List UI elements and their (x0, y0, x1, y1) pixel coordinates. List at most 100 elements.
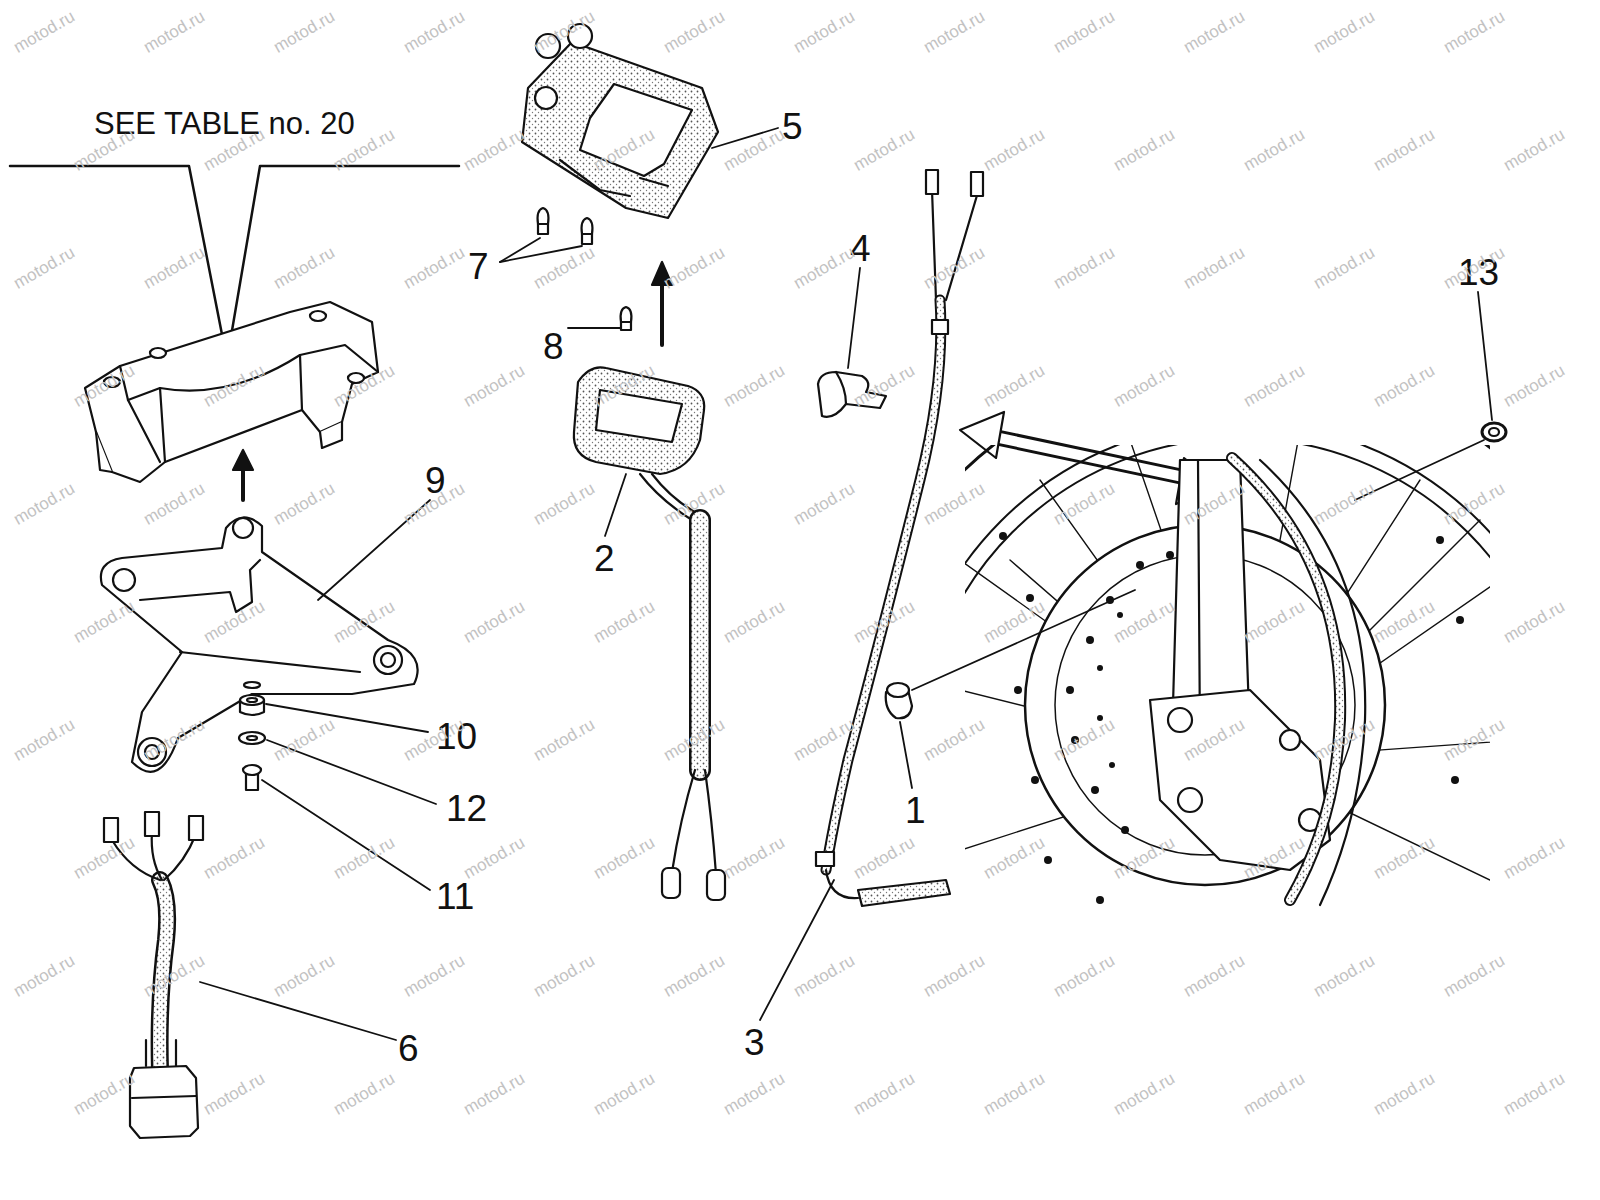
watermark: motod.ru (591, 598, 658, 646)
watermark: motod.ru (1181, 8, 1248, 56)
watermark: motod.ru (11, 480, 78, 528)
watermark: motod.ru (1371, 362, 1438, 410)
watermark: motod.ru (11, 716, 78, 764)
callout-number: 2 (594, 540, 615, 577)
watermark: motod.ru (1241, 362, 1308, 410)
callout-number: 11 (436, 878, 474, 915)
assembly-arrow (233, 450, 253, 500)
watermark: motod.ru (201, 834, 268, 882)
watermark: motod.ru (461, 126, 528, 174)
watermark: motod.ru (1371, 126, 1438, 174)
watermark: motod.ru (401, 952, 468, 1000)
watermark: motod.ru (271, 8, 338, 56)
watermark: motod.ru (851, 834, 918, 882)
watermark: motod.ru (1111, 1070, 1178, 1118)
watermark: motod.ru (1311, 8, 1378, 56)
instrument-cover (522, 24, 718, 218)
watermark: motod.ru (461, 834, 528, 882)
watermark: motod.ru (531, 480, 598, 528)
watermark: motod.ru (1051, 8, 1118, 56)
watermark: motod.ru (591, 834, 658, 882)
watermark: motod.ru (1441, 716, 1508, 764)
watermark: motod.ru (141, 952, 208, 1000)
watermark: motod.ru (1181, 952, 1248, 1000)
display-unit (574, 367, 725, 900)
watermark: motod.ru (921, 952, 988, 1000)
callout-number: 12 (446, 790, 487, 827)
watermark: motod.ru (721, 834, 788, 882)
watermark: motod.ru (401, 8, 468, 56)
watermark: motod.ru (1051, 480, 1118, 528)
watermark: motod.ru (591, 1070, 658, 1118)
washer (1482, 423, 1506, 441)
watermark: motod.ru (1311, 480, 1378, 528)
watermark: motod.ru (11, 952, 78, 1000)
watermark: motod.ru (271, 480, 338, 528)
watermark: motod.ru (1371, 834, 1438, 882)
callout-number: 6 (398, 1030, 419, 1067)
watermark: motod.ru (791, 244, 858, 292)
watermark: motod.ru (141, 8, 208, 56)
watermark: motod.ru (461, 1070, 528, 1118)
watermark: motod.ru (531, 952, 598, 1000)
watermark: motod.ru (1311, 952, 1378, 1000)
watermark: motod.ru (921, 8, 988, 56)
callout-number: 1 (905, 792, 926, 829)
watermark: motod.ru (1051, 244, 1118, 292)
watermark: motod.ru (71, 1070, 138, 1118)
callout-number: 4 (850, 230, 871, 267)
watermark: motod.ru (921, 480, 988, 528)
watermark: motod.ru (981, 1070, 1048, 1118)
watermark: motod.ru (851, 126, 918, 174)
callout-number: 8 (543, 328, 564, 365)
watermark: motod.ru (1501, 834, 1568, 882)
watermark: motod.ru (141, 244, 208, 292)
speed-sensor-cable (816, 170, 983, 906)
front-wheel (965, 445, 1490, 915)
watermark: motod.ru (721, 126, 788, 174)
watermark: motod.ru (921, 716, 988, 764)
watermark: motod.ru (721, 362, 788, 410)
fasteners (239, 682, 265, 790)
watermark: motod.ru (791, 952, 858, 1000)
watermark: motod.ru (791, 480, 858, 528)
watermark: motod.ru (661, 8, 728, 56)
watermark: motod.ru (531, 716, 598, 764)
watermark: motod.ru (401, 244, 468, 292)
mounting-plate (101, 517, 418, 771)
watermark: motod.ru (1501, 1070, 1568, 1118)
watermark: motod.ru (271, 244, 338, 292)
watermark: motod.ru (1241, 1070, 1308, 1118)
watermark: motod.ru (1501, 598, 1568, 646)
grommet (886, 683, 912, 718)
watermark: motod.ru (11, 244, 78, 292)
watermark: motod.ru (661, 244, 728, 292)
watermark: motod.ru (71, 598, 138, 646)
watermark: motod.ru (331, 1070, 398, 1118)
watermark: motod.ru (1311, 244, 1378, 292)
watermark: motod.ru (721, 598, 788, 646)
watermark: motod.ru (1501, 126, 1568, 174)
watermark: motod.ru (851, 1070, 918, 1118)
watermark: motod.ru (1441, 952, 1508, 1000)
watermark: motod.ru (331, 834, 398, 882)
watermark: motod.ru (141, 480, 208, 528)
watermark: motod.ru (531, 244, 598, 292)
watermark: motod.ru (1501, 362, 1568, 410)
watermark: motod.ru (981, 362, 1048, 410)
watermark: motod.ru (1241, 126, 1308, 174)
watermark: motod.ru (661, 952, 728, 1000)
watermark: motod.ru (1371, 1070, 1438, 1118)
watermark: motod.ru (1111, 126, 1178, 174)
watermark: motod.ru (1181, 244, 1248, 292)
watermark: motod.ru (271, 716, 338, 764)
watermark: motod.ru (461, 598, 528, 646)
watermark: motod.ru (981, 126, 1048, 174)
watermark: motod.ru (271, 952, 338, 1000)
watermark: motod.ru (1441, 8, 1508, 56)
watermark: motod.ru (791, 8, 858, 56)
callout-number: 7 (468, 248, 489, 285)
leader-lines (200, 128, 1492, 1040)
